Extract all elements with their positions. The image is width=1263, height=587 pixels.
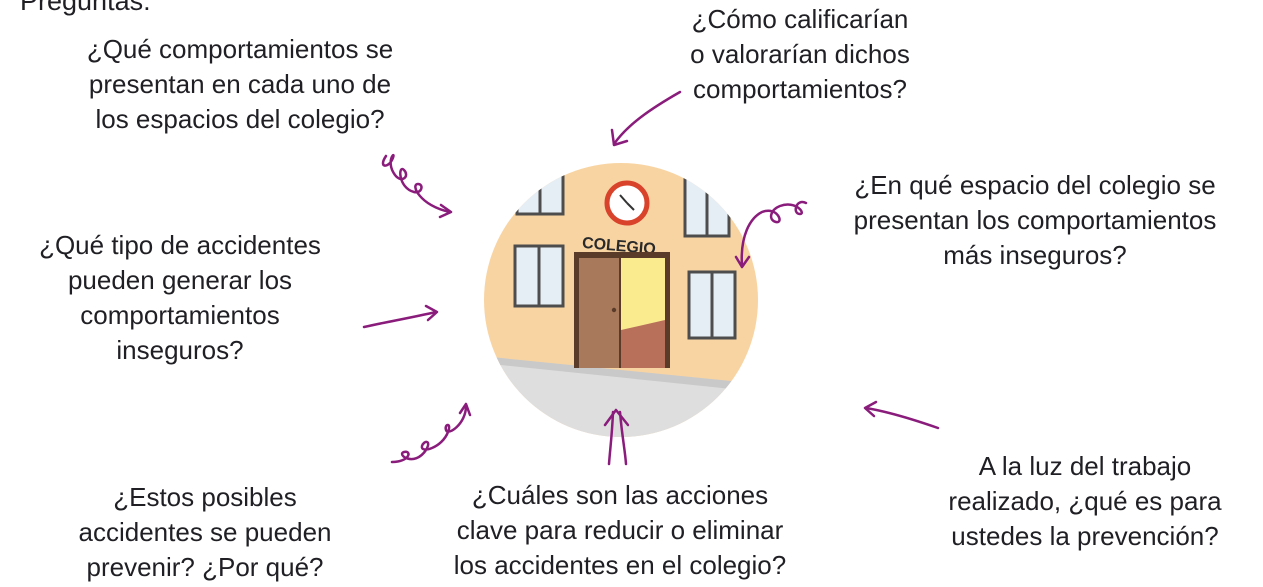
- curly-arrow-prevenir: [390, 404, 468, 464]
- arrow-prevencion: [864, 406, 940, 430]
- school-door: [574, 252, 670, 368]
- clock-icon: [604, 180, 650, 226]
- arrow-valoracion: [612, 90, 682, 146]
- question-accidentes: ¿Qué tipo de accidentes pueden generar l…: [39, 230, 321, 365]
- question-acciones: ¿Cuáles son las acciones clave para redu…: [453, 480, 787, 580]
- double-arrow-acciones: [607, 410, 615, 466]
- arrow-accidentes: [362, 310, 438, 329]
- question-prevenir: ¿Estos posibles accidentes se pueden pre…: [78, 482, 332, 582]
- curb: [484, 356, 758, 392]
- question-valoracion: ¿Cómo calificarían o valorarían dichos c…: [690, 4, 910, 104]
- question-espacio: ¿En qué espacio del colegio se presentan…: [853, 170, 1217, 270]
- question-prevencion: A la luz del trabajo realizado, ¿qué es …: [948, 451, 1222, 551]
- question-comportamientos: ¿Qué comportamientos se presentan en cad…: [86, 34, 394, 134]
- window-bottom-right: [687, 270, 737, 340]
- school-illustration: COLEGIO: [484, 163, 758, 437]
- curly-arrow-top-left: [381, 153, 452, 214]
- curly-arrow-espacio: [740, 200, 808, 268]
- header-label: Preguntas:: [20, 0, 151, 16]
- window-bottom-left: [513, 244, 565, 308]
